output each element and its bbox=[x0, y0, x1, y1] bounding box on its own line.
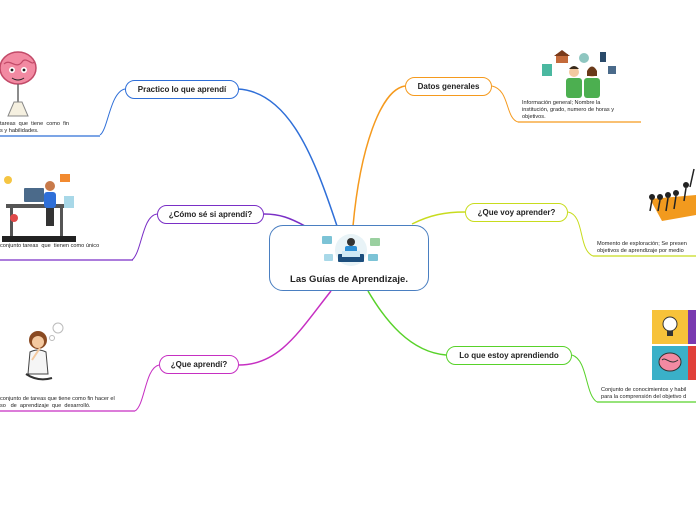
link-lo-que bbox=[368, 291, 446, 355]
note-que-voy: Momento de exploración; Se presen objeti… bbox=[597, 241, 696, 255]
note-lo-que: Conjunto de conocimientos y habil para l… bbox=[601, 387, 696, 401]
node-que-aprendi[interactable]: ¿Que aprendí? bbox=[159, 355, 239, 374]
central-topic[interactable]: Las Guías de Aprendizaje. bbox=[269, 225, 429, 291]
node-datos[interactable]: Datos generales bbox=[405, 77, 492, 96]
node-lo-que[interactable]: Lo que estoy aprendiendo bbox=[446, 346, 572, 365]
link-que-voy-note bbox=[568, 212, 593, 256]
link-que-voy bbox=[412, 212, 465, 224]
link-que-aprendi bbox=[239, 291, 331, 365]
central-title: Las Guías de Aprendizaje. bbox=[270, 274, 428, 285]
note-datos: Información general; Nombre la instituci… bbox=[522, 100, 642, 121]
people-info-icon bbox=[540, 50, 620, 100]
link-lo-que-note bbox=[572, 355, 597, 402]
link-datos-note bbox=[492, 86, 518, 122]
link-como-note bbox=[132, 214, 157, 260]
node-practico[interactable]: Practico lo que aprendí bbox=[125, 80, 239, 99]
note-que-aprendi: conjunto de tareas que tiene como fin ha… bbox=[0, 396, 135, 410]
node-que-voy[interactable]: ¿Que voy aprender? bbox=[465, 203, 568, 222]
brain-lifting-icon bbox=[0, 44, 40, 120]
link-que-aprendi-note bbox=[135, 365, 159, 411]
thinking-girl-icon bbox=[18, 320, 68, 390]
note-como-se: conjunto tareas que tienen como único bbox=[0, 243, 135, 250]
note-practico: tareas que tiene como fin s y habilidade… bbox=[0, 121, 100, 135]
link-datos bbox=[353, 86, 405, 226]
team-puzzle-icon bbox=[640, 165, 696, 239]
node-como-se[interactable]: ¿Cómo sé si aprendí? bbox=[157, 205, 264, 224]
study-illustration-icon bbox=[318, 232, 384, 268]
brain-ideas-icon bbox=[652, 310, 696, 384]
link-practico-note bbox=[100, 89, 125, 135]
person-computer-icon bbox=[0, 170, 78, 242]
